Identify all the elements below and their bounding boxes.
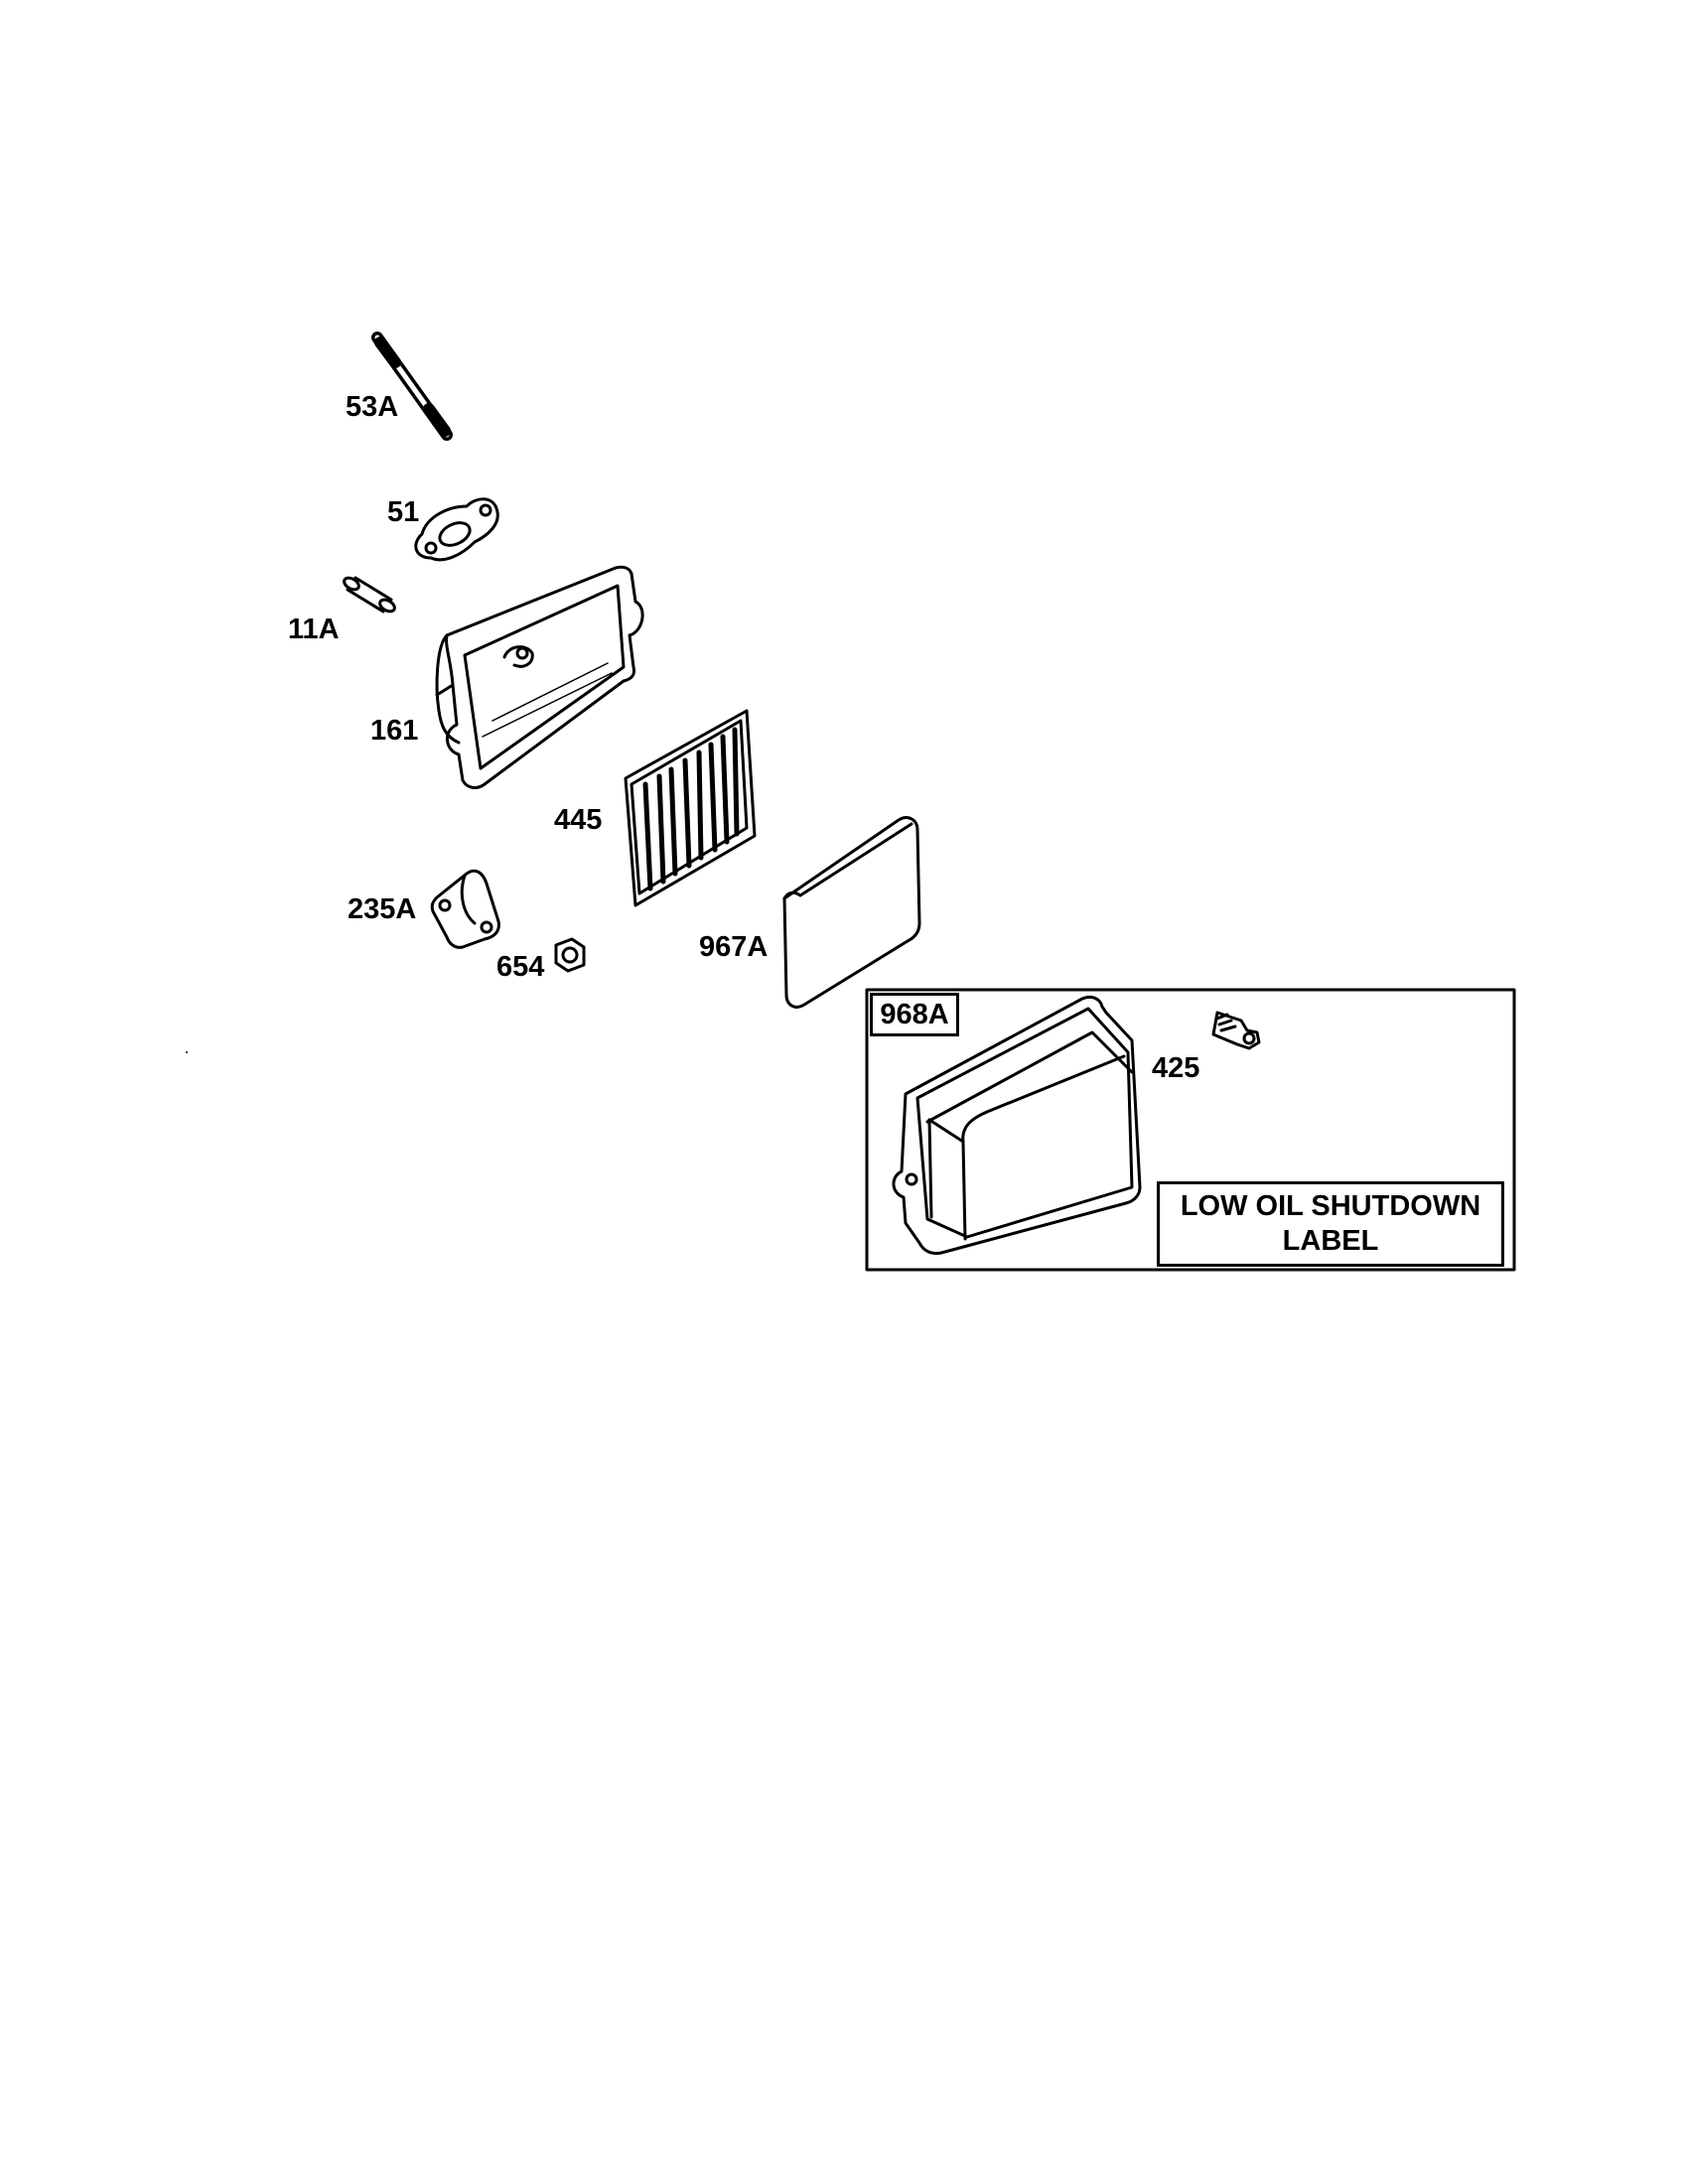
filter-cartridge-part — [624, 709, 757, 907]
screw-part — [1211, 1011, 1261, 1050]
callout-51: 51 — [387, 496, 420, 528]
gasket-part — [414, 497, 499, 562]
stud-part — [371, 332, 453, 441]
pre-cleaner-part — [782, 816, 921, 1009]
breather-tube-part — [343, 576, 396, 614]
callout-654: 654 — [496, 951, 545, 983]
callout-968A: 968A — [880, 998, 949, 1030]
callout-11A: 11A — [288, 614, 340, 645]
low-oil-shutdown-label-box: LOW OIL SHUTDOWN LABEL — [1157, 1181, 1504, 1267]
callout-161: 161 — [370, 715, 419, 747]
callout-235A: 235A — [348, 893, 417, 925]
label-line-1: LOW OIL SHUTDOWN — [1180, 1190, 1481, 1223]
callout-445: 445 — [554, 804, 603, 836]
nut-part — [554, 937, 586, 973]
cover-kit-box — [865, 988, 1516, 1272]
callout-967A: 967A — [699, 931, 769, 963]
label-line-2: LABEL — [1282, 1225, 1379, 1257]
stray-dot — [186, 1051, 188, 1053]
cover-kit-tag: 968A — [870, 993, 959, 1036]
callout-425: 425 — [1152, 1052, 1200, 1084]
air-cleaner-base-part — [435, 565, 644, 789]
air-cleaner-cover-part — [892, 995, 1142, 1255]
callout-53A: 53A — [346, 391, 399, 423]
bracket-part — [430, 869, 500, 949]
